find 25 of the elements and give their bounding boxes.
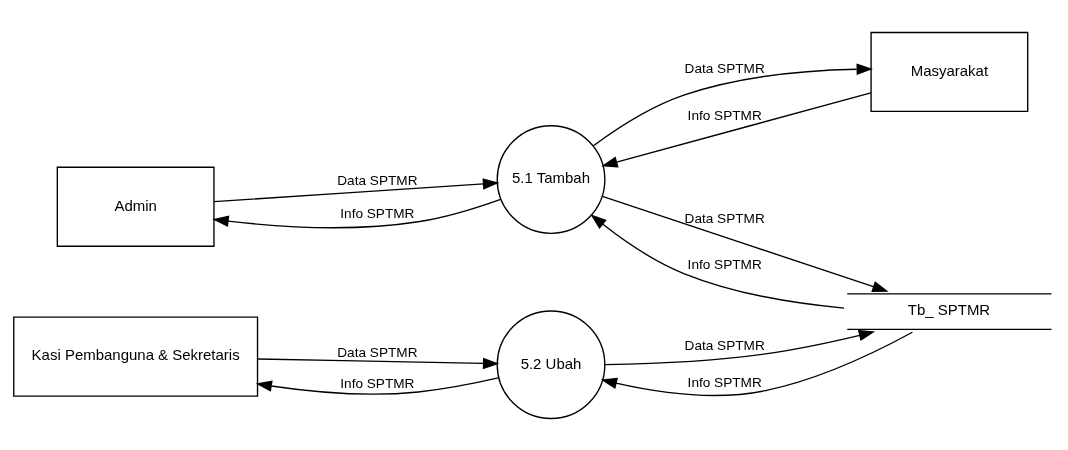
arrow	[257, 357, 500, 369]
arrow	[601, 91, 872, 167]
edge-label: Info SPTMR	[687, 374, 762, 390]
node-text: Tb_ SPTMR	[907, 300, 991, 318]
node-box: Admin	[56, 166, 215, 247]
arrow	[590, 213, 845, 309]
edge-label: Data SPTMR	[684, 337, 765, 353]
edge-label: Info SPTMR	[340, 205, 415, 221]
edge-label: Data SPTMR	[684, 210, 765, 226]
edge-label: Info SPTMR	[340, 375, 415, 391]
arrow	[600, 331, 914, 396]
arrow	[604, 329, 876, 365]
arrow	[255, 376, 499, 395]
arrow	[592, 63, 873, 146]
edge-label: Data SPTMR	[684, 60, 765, 76]
arrow	[601, 195, 889, 292]
node-circle: 5.2 Ubah	[496, 309, 606, 419]
node-box: Masyarakat	[870, 31, 1029, 112]
edge-label: Data SPTMR	[337, 344, 418, 360]
edge-label: Data SPTMR	[337, 172, 418, 188]
edge-label: Info SPTMR	[687, 107, 762, 123]
node-box: Kasi Pembanguna & Sekretaris	[13, 315, 259, 397]
arrow	[212, 198, 502, 228]
arrow	[213, 177, 500, 202]
edge-label: Info SPTMR	[687, 256, 762, 272]
